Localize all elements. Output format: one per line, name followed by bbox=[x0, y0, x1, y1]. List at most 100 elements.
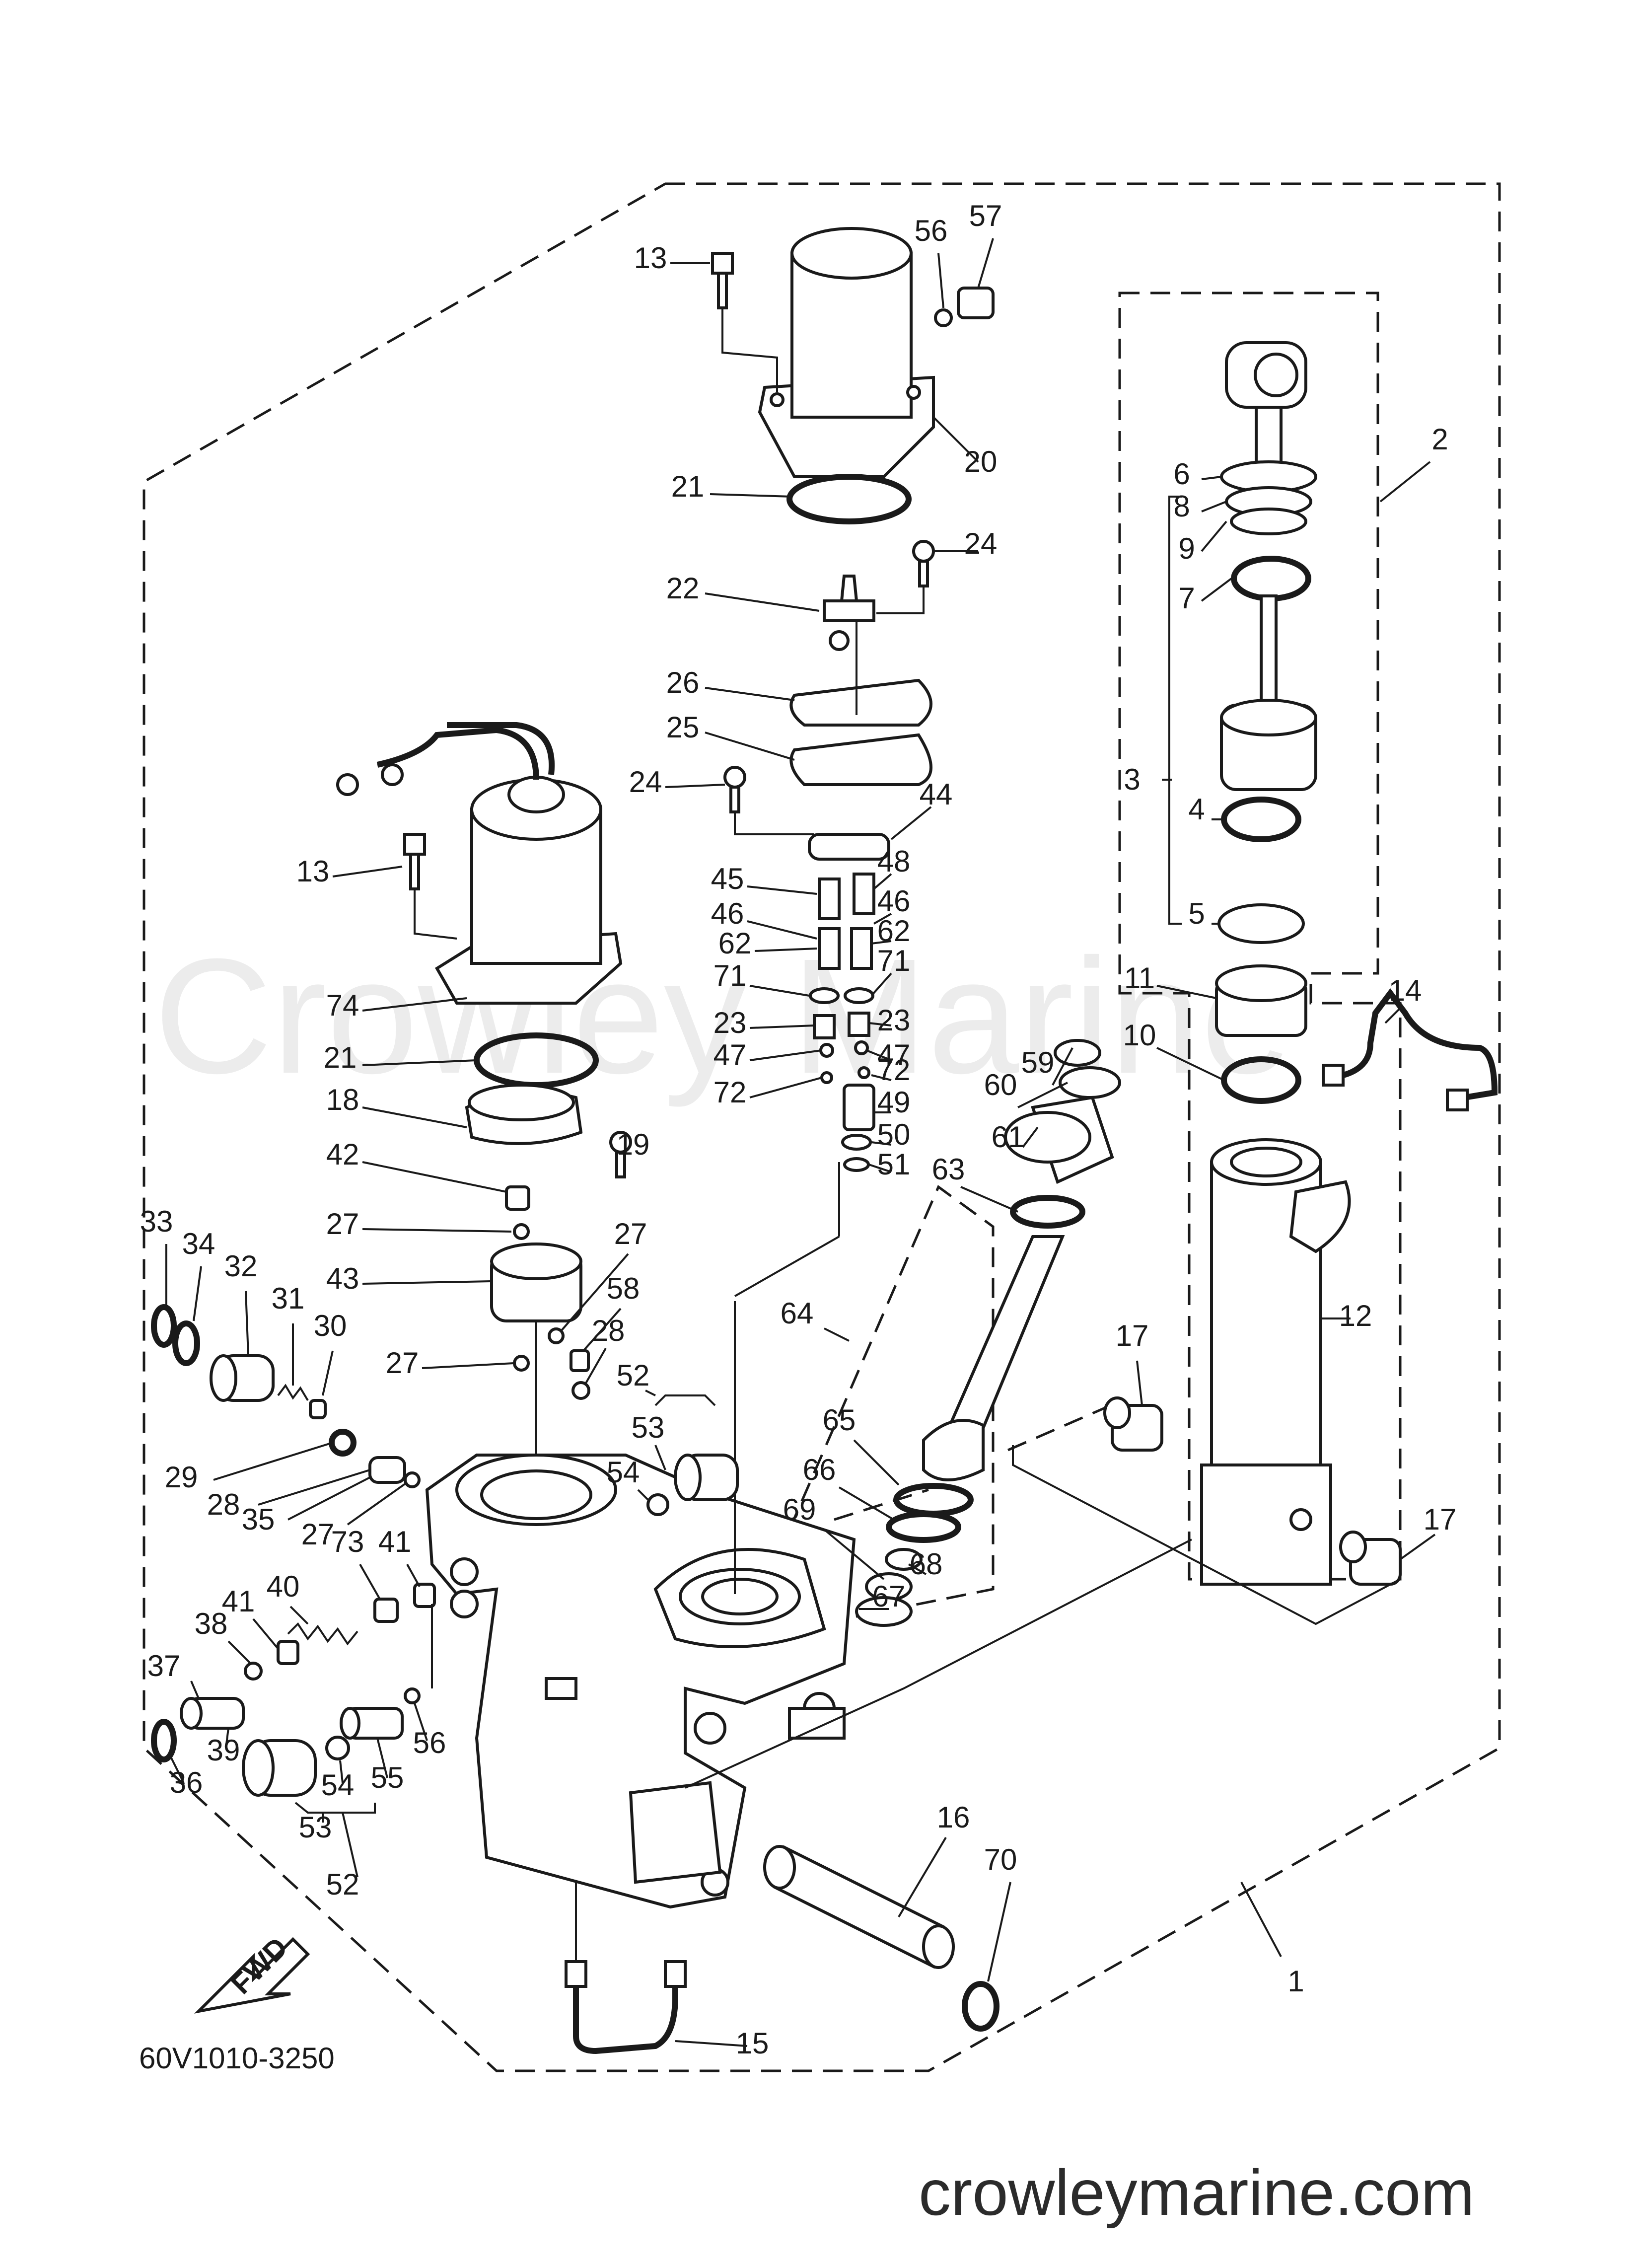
valve-55 bbox=[340, 1707, 404, 1740]
bushing-17-b bbox=[1339, 1531, 1402, 1586]
callout-leader-43 bbox=[362, 1280, 492, 1285]
valve-35 bbox=[368, 1456, 406, 1484]
callout-label-55: 55 bbox=[371, 1761, 404, 1794]
spring-40 bbox=[287, 1622, 358, 1646]
callout-leader-18 bbox=[362, 1106, 467, 1128]
plate-25 bbox=[789, 733, 932, 786]
callout-label-13: 13 bbox=[296, 855, 330, 888]
callout-leader-57 bbox=[977, 238, 994, 289]
callout-label-41: 41 bbox=[222, 1585, 255, 1618]
callout-label-66: 66 bbox=[803, 1453, 836, 1486]
callout-leader-7 bbox=[1201, 578, 1232, 602]
callout-label-60: 60 bbox=[984, 1068, 1017, 1101]
callout-leader-27 bbox=[347, 1481, 408, 1526]
callout-leader-42 bbox=[362, 1161, 507, 1193]
callout-label-15: 15 bbox=[736, 2027, 769, 2060]
guide-line-17 bbox=[1012, 1445, 1401, 1625]
plate-26 bbox=[789, 678, 932, 727]
screw-19 bbox=[609, 1131, 632, 1178]
valve-37 bbox=[180, 1697, 245, 1730]
callout-label-41: 41 bbox=[378, 1525, 412, 1558]
callout-leader-66 bbox=[838, 1486, 895, 1521]
callout-leader-23 bbox=[749, 1024, 815, 1029]
callout-label-45: 45 bbox=[711, 862, 744, 895]
callout-label-1: 1 bbox=[1287, 1965, 1304, 1998]
callout-label-52: 52 bbox=[326, 1868, 359, 1901]
callout-layer: 1234568971110121313141516171718192021212… bbox=[140, 199, 1457, 2060]
callout-label-14: 14 bbox=[1389, 974, 1422, 1007]
callout-label-65: 65 bbox=[823, 1403, 856, 1437]
callout-label-8: 8 bbox=[1173, 490, 1190, 523]
callout-leader-53 bbox=[654, 1445, 666, 1470]
gasket-44 bbox=[808, 833, 890, 861]
callout-leader-70 bbox=[987, 1882, 1011, 1982]
callout-leader-26 bbox=[705, 687, 795, 701]
lead-24-lower bbox=[734, 812, 814, 835]
site-url: crowleymarine.com bbox=[919, 2156, 1475, 2229]
callout-leader-72 bbox=[871, 1074, 892, 1081]
callout-leader-35 bbox=[287, 1476, 370, 1521]
callout-label-28: 28 bbox=[207, 1488, 240, 1521]
callout-leader-54 bbox=[339, 1760, 344, 1783]
callout-label-40: 40 bbox=[267, 1570, 300, 1603]
guide-line-valve-2 bbox=[734, 1236, 840, 1297]
valve-73 bbox=[373, 1598, 399, 1623]
callout-label-10: 10 bbox=[1123, 1019, 1156, 1052]
callout-label-62: 62 bbox=[877, 914, 911, 948]
callout-label-17: 17 bbox=[1116, 1319, 1149, 1352]
callout-label-11: 11 bbox=[1124, 961, 1155, 995]
callout-label-61: 61 bbox=[992, 1120, 1025, 1154]
o-ring-27-b bbox=[513, 1355, 530, 1372]
callout-leader-39 bbox=[225, 1728, 229, 1749]
callout-label-5: 5 bbox=[1188, 897, 1205, 930]
callout-leader-69 bbox=[823, 1529, 885, 1580]
callout-leader-9 bbox=[1201, 520, 1227, 552]
lead-24-upper bbox=[876, 561, 925, 614]
circlip-33 bbox=[151, 1304, 177, 1348]
callout-label-64: 64 bbox=[781, 1297, 814, 1330]
callout-label-31: 31 bbox=[272, 1282, 305, 1315]
callout-leader-1 bbox=[1240, 1882, 1282, 1957]
circlip-36 bbox=[151, 1719, 177, 1762]
callout-label-24: 24 bbox=[964, 527, 998, 560]
plug-57-top bbox=[957, 287, 995, 319]
callout-leader-61 bbox=[1022, 1126, 1039, 1148]
bolt-13-lower bbox=[403, 833, 426, 890]
callout-label-19: 19 bbox=[617, 1128, 650, 1161]
screw-24-upper bbox=[912, 540, 935, 587]
callout-leader-21 bbox=[710, 493, 792, 498]
callout-leader-60 bbox=[1017, 1082, 1068, 1108]
callout-label-57: 57 bbox=[969, 199, 1002, 232]
callout-leader-68 bbox=[908, 1563, 927, 1575]
callout-label-34: 34 bbox=[182, 1227, 215, 1260]
callout-leader-56 bbox=[414, 1703, 428, 1741]
callout-label-70: 70 bbox=[984, 1843, 1017, 1876]
bracket-22 bbox=[823, 575, 875, 622]
callout-label-21: 21 bbox=[324, 1041, 357, 1074]
callout-leader-51 bbox=[868, 1164, 892, 1173]
pin-16 bbox=[763, 1845, 955, 1969]
lead-13-lower bbox=[414, 889, 457, 940]
callout-label-27: 27 bbox=[614, 1217, 647, 1250]
callout-leader-62 bbox=[871, 940, 892, 945]
callout-leader-36 bbox=[170, 1757, 185, 1783]
callout-label-35: 35 bbox=[242, 1503, 275, 1536]
callout-leader-21 bbox=[362, 1059, 477, 1066]
callout-leader-38 bbox=[227, 1640, 252, 1665]
callout-leader-46 bbox=[747, 920, 817, 940]
ball-28 bbox=[571, 1381, 590, 1400]
callout-leader-55 bbox=[376, 1738, 388, 1778]
assembly-boundary bbox=[143, 182, 1501, 2072]
diagram-code: 60V1010-3250 bbox=[139, 2042, 335, 2075]
bracket-52-upper bbox=[654, 1394, 716, 1406]
callout-label-28: 28 bbox=[592, 1314, 625, 1347]
plug-58 bbox=[570, 1349, 590, 1372]
callout-label-27: 27 bbox=[301, 1518, 335, 1551]
callout-leader-73 bbox=[359, 1564, 381, 1600]
callout-label-54: 54 bbox=[607, 1456, 640, 1489]
trim-cylinder bbox=[855, 1039, 1121, 1627]
callout-label-36: 36 bbox=[170, 1766, 203, 1799]
tilt-cylinder bbox=[1200, 341, 1351, 1586]
o-ring-21-upper bbox=[786, 474, 912, 524]
pipe-14 bbox=[1322, 988, 1498, 1111]
